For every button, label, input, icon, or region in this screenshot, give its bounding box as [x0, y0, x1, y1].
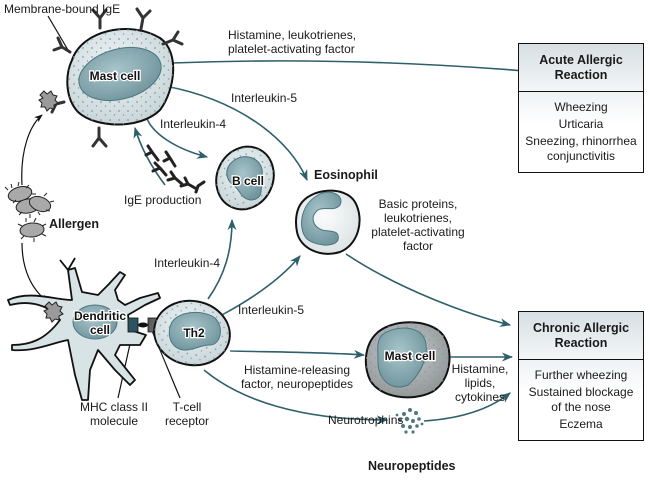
- dendritic-cell-label-line2: cell: [90, 323, 110, 337]
- mast2-mediators-line3: cytokines: [454, 390, 506, 404]
- chronic-reaction-symptoms: Further wheezing Sustained blockage of t…: [519, 360, 643, 440]
- arrow-mast-to-acute: [171, 60, 539, 76]
- dendritic-cell: Dendritic cell: [7, 257, 161, 401]
- acute-reaction-title: Acute Allergic Reaction: [519, 44, 643, 92]
- mast-mediators-label-line2: platelet-activating factor: [228, 42, 355, 56]
- arrow-il4-th2-to-bcell: [207, 218, 237, 300]
- il5-top-label: Interleukin-5: [231, 91, 298, 105]
- arrow-th2-to-mast2: [229, 349, 366, 359]
- eos-mediators-line1: Basic proteins,: [378, 197, 458, 211]
- chronic-title-line1: Chronic Allergic: [532, 321, 630, 335]
- acute-title-line1: Acute Allergic: [539, 53, 623, 67]
- acute-symptom: Sneezing, rhinorrhea: [525, 134, 637, 148]
- arrow-ige-to-mast: [133, 126, 166, 186]
- ige-antibodies-icon: [144, 144, 206, 194]
- chronic-symptom: Further wheezing: [534, 368, 628, 382]
- eos-mediators-line2: leukotrienes,: [383, 211, 453, 225]
- mast-cell-top: Mast cell: [38, 7, 184, 148]
- allergen-icon: [4, 181, 55, 242]
- il4-top-label: Interleukin-4: [160, 117, 227, 131]
- il4-bottom-label: Interleukin-4: [154, 256, 221, 270]
- arrow-allergen-to-mast: [21, 114, 43, 186]
- eos-mediators-line4: factor: [402, 239, 433, 253]
- dendritic-cell-label-line1: Dendritic: [74, 309, 126, 323]
- chronic-reaction-box: Chronic Allergic Reaction Further wheezi…: [518, 311, 644, 441]
- th2-cell: Th2: [147, 295, 243, 375]
- tcr-label-line2: receptor: [164, 414, 210, 428]
- chronic-symptom: Sustained blockage: [528, 385, 634, 399]
- tcr-label-line1: T-cell: [172, 400, 202, 414]
- mast2-mediators-line2: lipids,: [464, 376, 496, 390]
- eosinophil-label: Eosinophil: [314, 168, 378, 182]
- eos-mediators-line3: platelet-activating: [371, 225, 465, 239]
- il5-bottom-label: Interleukin-5: [238, 303, 305, 317]
- mhc-label-line1: MHC class II: [79, 400, 148, 414]
- arrow-allergen-to-dendritic: [21, 242, 49, 303]
- neuropeptides-label: Neuropeptides: [368, 459, 456, 473]
- arrow-eosinophil-to-chronic: [345, 253, 512, 327]
- mast-cell-top-label: Mast cell: [90, 69, 141, 83]
- chronic-symptom: Eczema: [559, 417, 603, 431]
- acute-reaction-symptoms: Wheezing Urticaria Sneezing, rhinorrhea …: [519, 92, 643, 172]
- allergen-label: Allergen: [49, 217, 100, 231]
- acute-symptom: Wheezing: [554, 100, 608, 114]
- b-cell: B cell: [206, 145, 282, 212]
- mast-mediators-label-line1: Histamine, leukotrienes,: [228, 28, 357, 42]
- chronic-symptom: of the nose: [551, 400, 611, 414]
- acute-symptom: Urticaria: [558, 117, 604, 131]
- arrow-il5-mast-to-eosinophil: [164, 85, 308, 182]
- chronic-title-line2: Reaction: [554, 336, 608, 350]
- mhc-label-line2: molecule: [89, 414, 139, 428]
- acute-reaction-box: Acute Allergic Reaction Wheezing Urticar…: [518, 43, 644, 173]
- acute-title-line2: Reaction: [554, 68, 608, 82]
- neuropeptides-icon: [395, 408, 424, 434]
- arrow-neuropeptides-to-chronic: [423, 392, 511, 422]
- chronic-reaction-title: Chronic Allergic Reaction: [519, 312, 643, 360]
- membrane-ige-label: Membrane-bound IgE: [4, 2, 121, 16]
- b-cell-label: B cell: [232, 174, 264, 188]
- mast-cell-bottom-label: Mast cell: [385, 349, 436, 363]
- th2-cell-label: Th2: [183, 326, 205, 340]
- neurotrophins-label: Neurotrophins: [328, 413, 404, 427]
- eosinophil: [290, 188, 366, 256]
- acute-symptom: conjunctivitis: [546, 149, 616, 163]
- allergen-bound-icon: [38, 90, 59, 112]
- mast2-mediators-line1: Histamine,: [451, 362, 509, 376]
- captured-allergen-icon: [43, 301, 64, 323]
- hrf-label-line2: factor, neuropeptides: [240, 377, 354, 391]
- ige-production-label: IgE production: [124, 193, 202, 207]
- mast-cell-bottom: Mast cell: [360, 318, 456, 402]
- pointer-membrane-ige: [47, 15, 69, 51]
- arrow-th2-to-neuropeptides: [203, 369, 389, 425]
- hrf-label-line1: Histamine-releasing: [243, 363, 351, 377]
